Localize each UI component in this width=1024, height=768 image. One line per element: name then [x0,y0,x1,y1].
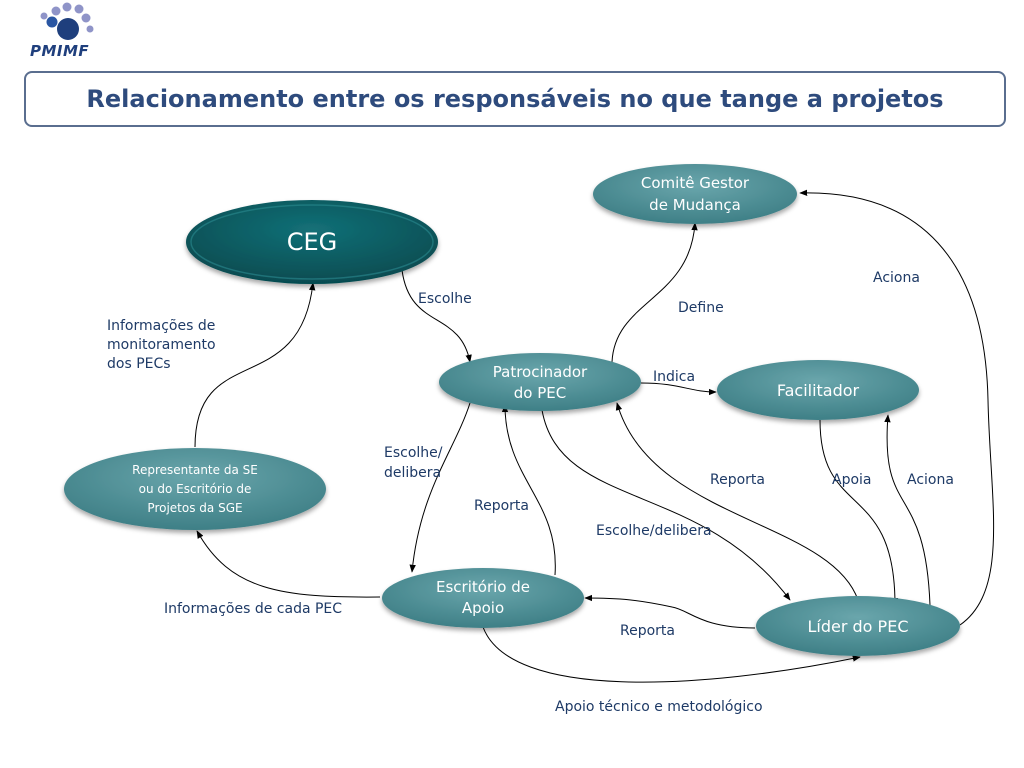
node-comite-label-2: de Mudança [649,196,741,214]
logo-text: PMIMF [30,42,90,60]
node-escritorio-label-2: Apoio [462,599,504,617]
label-informacoes-cada-pec: Informações de cada PEC [164,601,342,617]
node-comite: Comitê Gestor de Mudança [593,164,797,224]
label-aciona-comite: Aciona [873,270,920,286]
edge-representante-ceg [194,282,316,448]
label-informacoes-monitoramento-1: Informações de [107,318,215,334]
edges [194,189,995,683]
edge-lider-escritorio [584,594,756,629]
node-ceg-label: CEG [287,228,338,256]
label-reporta-escritorio: Reporta [474,498,529,514]
node-representante-label-1: Representante da SE [132,463,258,477]
edge-escritorio-lider [482,626,861,683]
label-reporta-lider: Reporta [710,472,765,488]
label-escolhe-delibera-2: delibera [384,465,441,481]
node-patrocinador: Patrocinador do PEC [439,353,641,411]
node-patrocinador-label-2: do PEC [514,384,566,402]
edge-facilitador-lider [819,419,899,606]
label-escolhe-delibera-1: Escolhe/ [384,445,443,461]
edge-escritorio-representante [196,530,381,598]
label-apoio-tecnico: Apoio técnico e metodológico [555,699,763,715]
logo-mark-icon [40,2,94,40]
edge-patrocinador-escritorio [409,402,471,573]
edge-lider-facilitador [884,414,931,606]
edge-lider-comite [799,189,995,626]
node-facilitador: Facilitador [717,360,919,420]
edge-lider-patrocinador [615,402,859,601]
edge-patrocinador-comite [611,222,698,363]
page-title: Relacionamento entre os responsáveis no … [86,85,944,113]
title-box: Relacionamento entre os responsáveis no … [24,71,1006,127]
node-lider: Líder do PEC [756,596,960,656]
node-representante: Representante da SE ou do Escritório de … [64,448,326,530]
node-facilitador-label: Facilitador [777,381,860,400]
label-escolhe-delibera-lider: Escolhe/delibera [596,523,712,539]
edge-labels: Escolhe Define Aciona Indica Informações… [107,270,954,715]
label-reporta-escritorio-lider: Reporta [620,623,675,639]
label-informacoes-monitoramento-3: dos PECs [107,356,171,372]
node-ceg: CEG [186,200,438,284]
label-escolhe: Escolhe [418,291,472,307]
node-representante-label-3: Projetos da SGE [147,501,242,515]
edge-patrocinador-facilitador [640,382,717,396]
node-lider-label: Líder do PEC [808,617,909,636]
pmimf-logo: PMIMF [30,2,112,64]
node-representante-label-2: ou do Escritório de [139,482,252,496]
node-patrocinador-label-1: Patrocinador [493,363,588,381]
label-define: Define [678,300,724,316]
label-apoia: Apoia [832,472,872,488]
edge-patrocinador-lider [541,409,791,601]
label-aciona-facilitador: Aciona [907,472,954,488]
label-indica: Indica [653,369,695,385]
node-comite-label-1: Comitê Gestor [641,174,750,192]
label-informacoes-monitoramento-2: monitoramento [107,337,216,353]
edge-ceg-patrocinador [401,269,472,363]
edge-escritorio-patrocinador [501,404,556,576]
node-escritorio: Escritório de Apoio [382,568,584,628]
node-escritorio-label-1: Escritório de [436,578,530,596]
